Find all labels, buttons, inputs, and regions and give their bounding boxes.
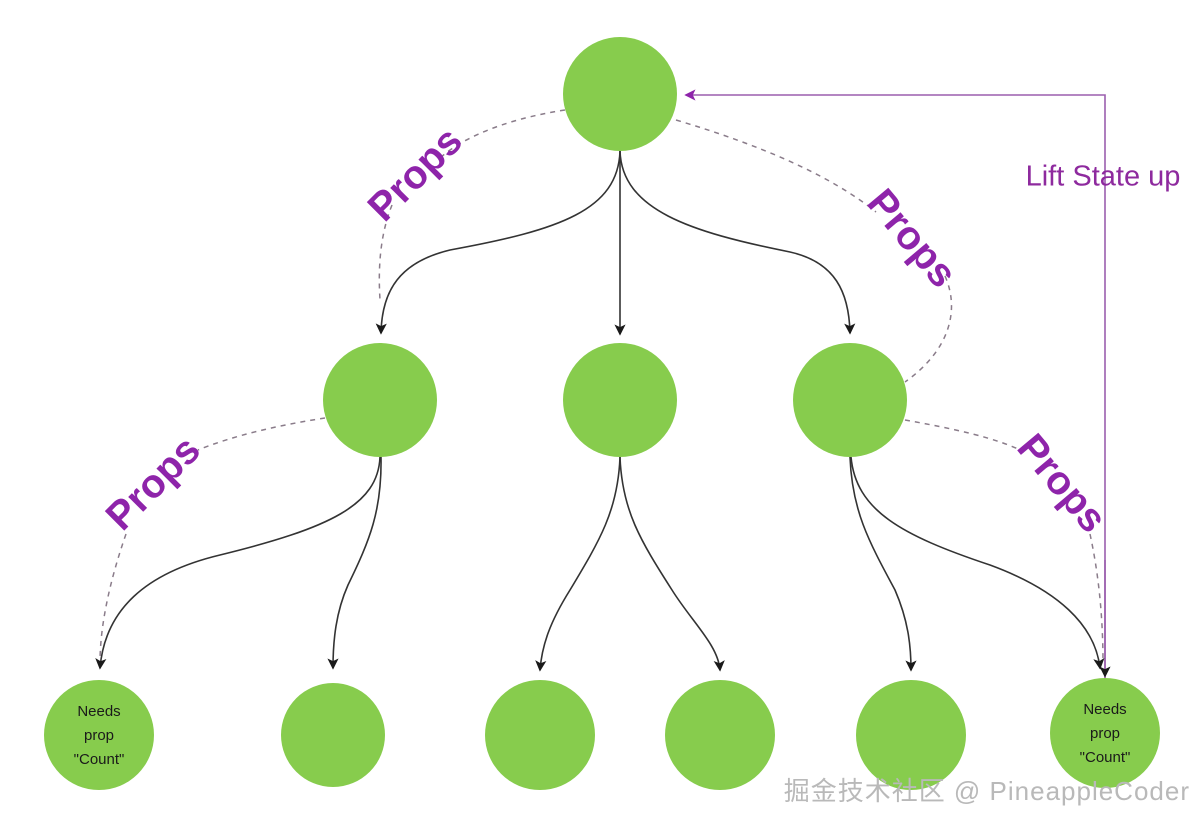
- edge-root-midleft: [375, 150, 621, 335]
- root-node-circle[interactable]: [563, 37, 677, 151]
- node-root[interactable]: [563, 37, 677, 151]
- leaf-2-node-circle[interactable]: [281, 683, 385, 787]
- edge-midcenter-leaf3: [535, 456, 621, 672]
- node-leaf-3[interactable]: [485, 680, 595, 790]
- props-label-bottom-right: Props: [1009, 426, 1116, 541]
- leaf-5-node-circle[interactable]: [856, 680, 966, 790]
- node-mid-left[interactable]: [323, 343, 437, 457]
- props-dash-bl-b: [99, 533, 127, 664]
- node-leaf-6[interactable]: Needs prop "Count": [1050, 678, 1160, 788]
- edges-root-to-mid: [375, 150, 856, 336]
- lift-state-connector: [684, 89, 1111, 733]
- props-label-bottom-left: Props: [98, 428, 209, 539]
- leaf-4-node-circle[interactable]: [665, 680, 775, 790]
- node-mid-right[interactable]: [793, 343, 907, 457]
- mid-left-node-circle[interactable]: [323, 343, 437, 457]
- props-dash-br-b: [1089, 533, 1104, 664]
- edge-midright-leaf5: [849, 456, 917, 672]
- node-leaf-4[interactable]: [665, 680, 775, 790]
- props-dash-tl-a: [439, 109, 566, 159]
- props-dashed-curves: [99, 109, 1104, 664]
- props-dash-br-a: [904, 419, 1025, 453]
- leaf-1-node-circle[interactable]: [44, 680, 154, 790]
- leaf-1-label-line-1: Needs: [77, 703, 120, 720]
- leaf-3-node-circle[interactable]: [485, 680, 595, 790]
- lift-state-path-to-root: [684, 89, 1106, 733]
- leaf-1-label-line-3: "Count": [74, 751, 125, 768]
- props-label-top-right: Props: [859, 181, 966, 296]
- mid-center-node-circle[interactable]: [563, 343, 677, 457]
- leaf-6-label-line-2: prop: [1090, 725, 1120, 742]
- node-leaf-2[interactable]: [281, 683, 385, 787]
- edge-midleft-leaf2: [327, 456, 382, 670]
- leaf-6-label-line-1: Needs: [1083, 701, 1126, 718]
- edge-midleft-leaf1: [95, 456, 381, 670]
- mid-right-node-circle[interactable]: [793, 343, 907, 457]
- leaf-6-node-circle[interactable]: [1050, 678, 1160, 788]
- edge-midright-leaf6: [850, 456, 1105, 670]
- leaf-6-label-line-3: "Count": [1080, 749, 1131, 766]
- node-mid-center[interactable]: [563, 343, 677, 457]
- edge-root-midright: [619, 150, 856, 335]
- props-dash-bl-a: [197, 417, 326, 451]
- watermark-text: 掘金技术社区 @ PineappleCoder: [783, 776, 1190, 806]
- leaf-1-label-line-2: prop: [84, 727, 114, 744]
- node-leaf-1[interactable]: Needs prop "Count": [44, 680, 154, 790]
- edge-midcenter-leaf4: [619, 456, 725, 672]
- lift-state-up-label: Lift State up: [1026, 161, 1181, 193]
- edges-mid-to-leaves: [95, 456, 1105, 672]
- props-label-top-left: Props: [360, 119, 471, 230]
- node-leaf-5[interactable]: [856, 680, 966, 790]
- props-dash-tr-a: [675, 119, 877, 213]
- props-dash-tr-b: [904, 275, 953, 383]
